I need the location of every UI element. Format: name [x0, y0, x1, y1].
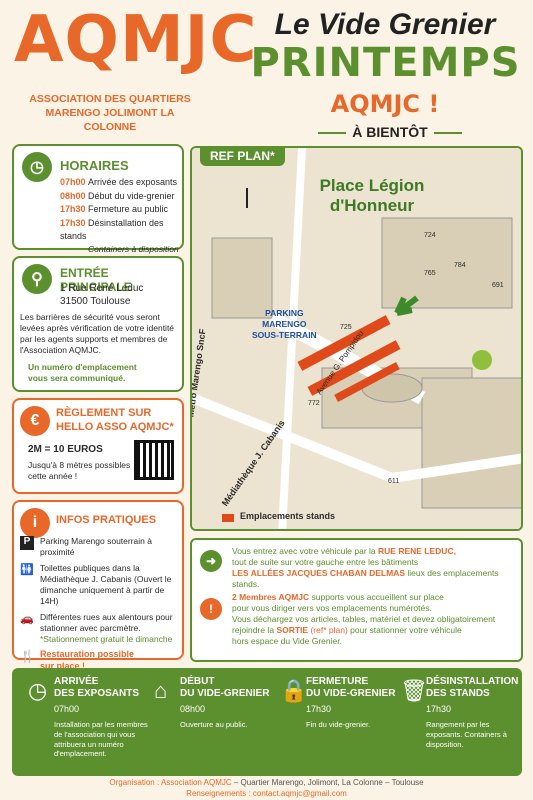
entree-text: Les barrières de sécurité vous seront le… — [20, 312, 175, 356]
info-icon: i — [20, 508, 50, 538]
arrow-right-icon: ➜ — [200, 550, 222, 572]
cutlery-icon: 🍴 — [20, 649, 35, 664]
lock-icon: 🔒 — [280, 678, 308, 703]
title-vide-grenier: Le Vide Grenier — [274, 8, 496, 41]
list-item: 🚗Différentes rues aux alentours pour sta… — [20, 612, 173, 634]
subtitle-a-bientot: À BIENTÔT — [300, 124, 480, 140]
instruction-2: 2 Membres AQMJC supports vous accueillen… — [232, 592, 496, 647]
parking-note: *Stationnement gratuit le dimanche — [40, 634, 173, 645]
number-725: 725 — [340, 324, 352, 331]
number-611: 611 — [388, 478, 400, 485]
footer-contact[interactable]: Renseignements : contact.aqmjc@gmail.com — [186, 788, 347, 798]
horaires-note: Containers à disposition — [88, 243, 179, 254]
car-icon: 🚗 — [20, 613, 34, 626]
parking-icon: P — [20, 536, 34, 550]
footer: Organisation : Association AQMJC – Quart… — [0, 778, 533, 800]
ref-plan-tag: REF PLAN* — [200, 146, 285, 166]
title-aqmjc: AQMJC ! — [330, 90, 440, 118]
number-691: 691 — [492, 282, 504, 289]
footer-org: Organisation : Association AQMJC — [109, 778, 232, 787]
shop-icon: ⌂ — [154, 678, 168, 703]
clock-icon: ◷ — [22, 152, 52, 182]
association-name: ASSOCIATION DES QUARTIERS MARENGO JOLIMO… — [20, 92, 200, 135]
list-item: 🚻Toilettes publiques dans la Médiathèque… — [20, 563, 172, 607]
qr-code[interactable] — [134, 440, 174, 480]
instructions-card: ➜ Vous entrez avec votre véhicule par la… — [190, 538, 523, 662]
alert-icon: ! — [200, 598, 222, 620]
entree-title: ENTRÉE PRINCIPALE — [60, 266, 132, 294]
clock-icon: ◷ — [28, 678, 48, 703]
footer-org-detail: – Quartier Marengo, Jolimont, La Colonne… — [231, 778, 424, 787]
horaires-title: HORAIRES — [60, 158, 129, 173]
number-772: 772 — [308, 400, 320, 407]
euro-icon: € — [20, 406, 50, 436]
number-724: 724 — [424, 232, 436, 239]
infos-title: INFOS PRATIQUES — [56, 514, 157, 526]
map-legend: Emplacements stands — [240, 511, 336, 521]
title-printemps: PRINTEMPS — [250, 40, 521, 86]
assoc-line-2: MARENGO JOLIMONT LA COLONNE — [45, 107, 175, 134]
location-pin-icon: ⚲ — [22, 264, 52, 294]
toilet-icon: 🚻 — [20, 564, 34, 577]
map-drawing — [192, 148, 521, 529]
assoc-line-1: ASSOCIATION DES QUARTIERS — [29, 93, 191, 105]
instruction-1: Vous entrez avec votre véhicule par la R… — [232, 546, 499, 590]
number-784: 784 — [454, 262, 466, 269]
number-765: 765 — [424, 270, 436, 277]
brand-logo: AQMJC — [14, 3, 258, 77]
trash-icon: 🗑 — [400, 678, 428, 703]
reglement-price: 2M = 10 EUROS — [28, 444, 103, 455]
